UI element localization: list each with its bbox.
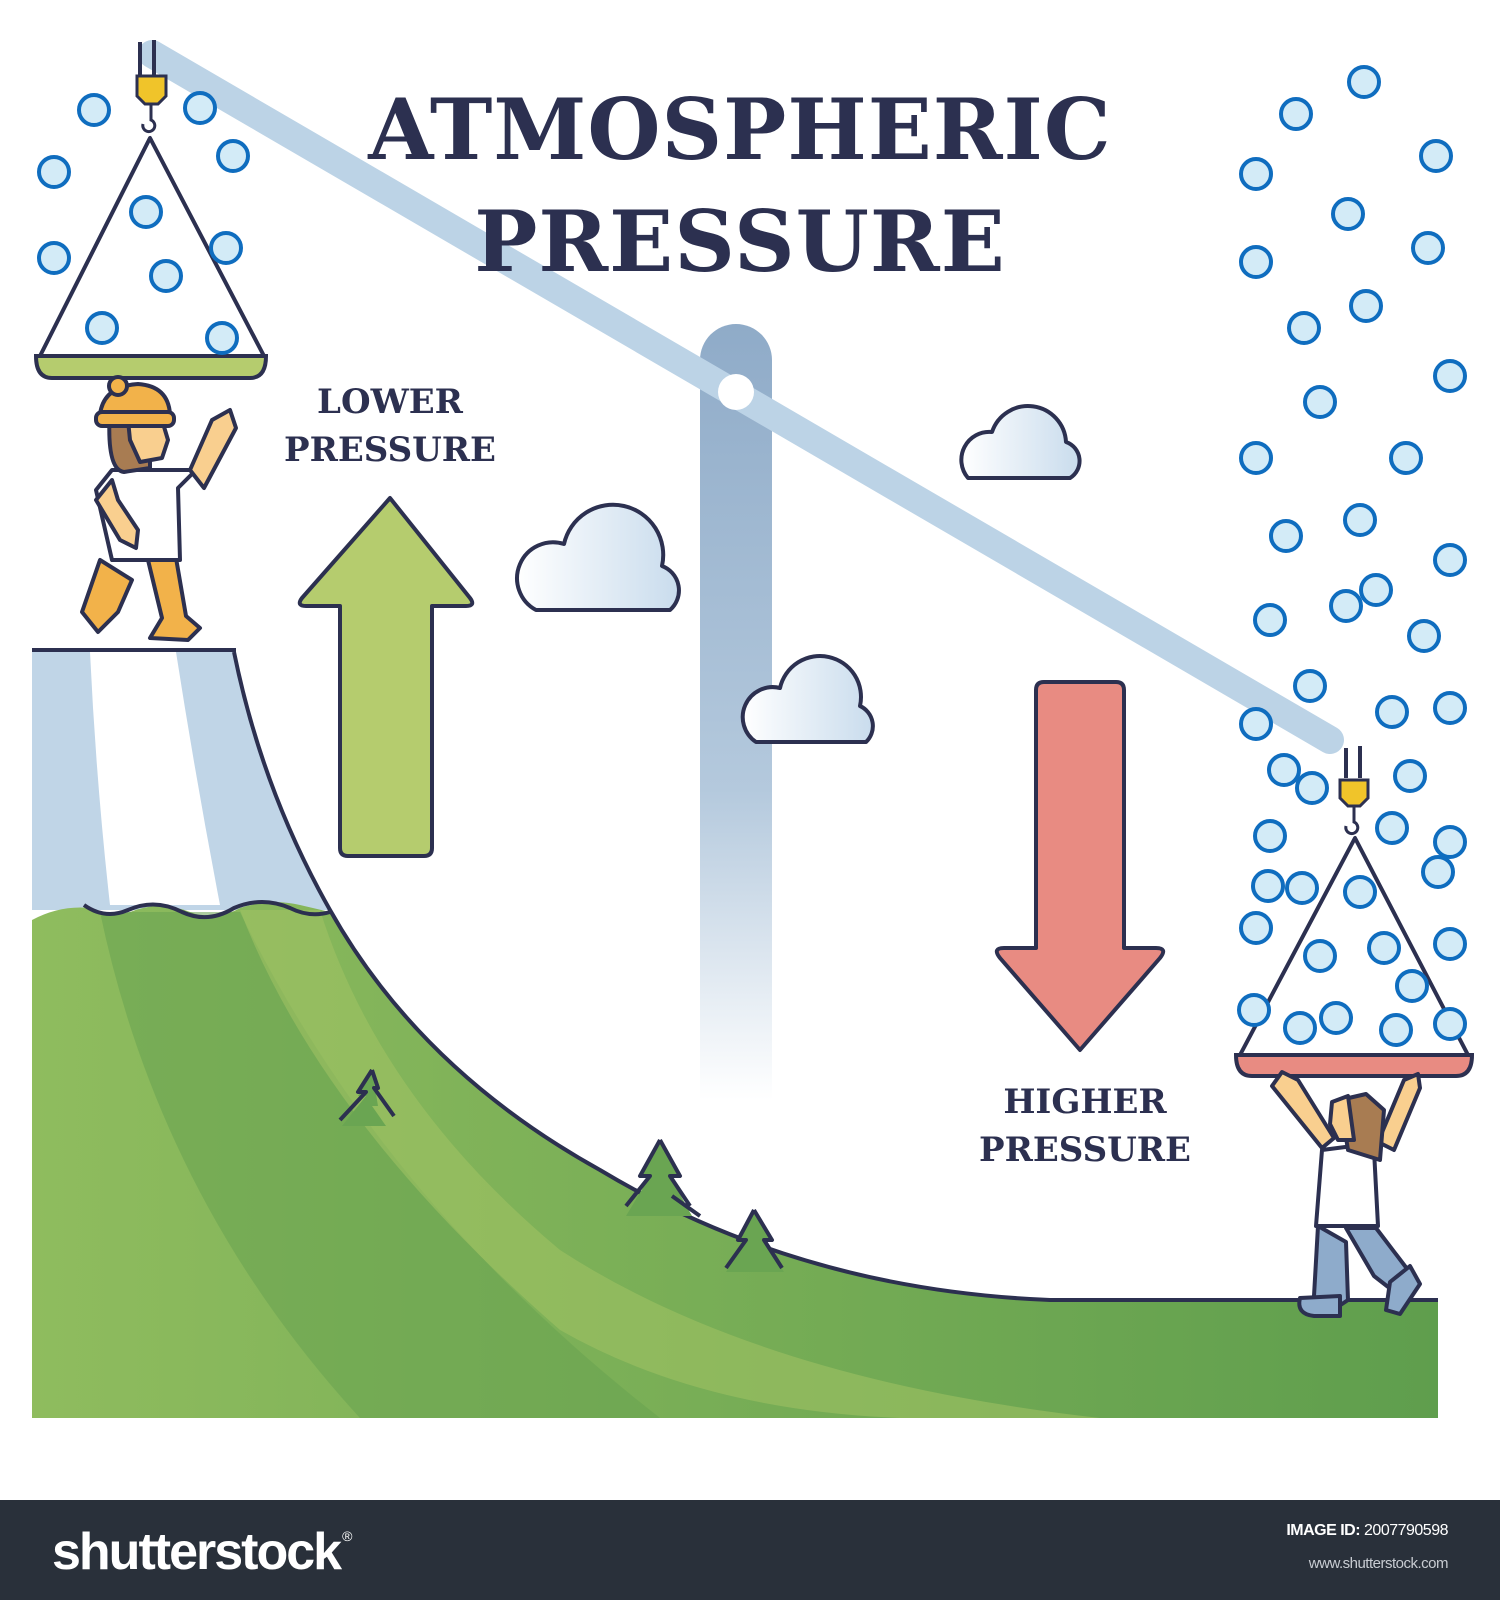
arrow-up-icon bbox=[297, 496, 475, 858]
air-molecules-sparse bbox=[37, 91, 250, 355]
air-molecules-dense bbox=[1237, 65, 1467, 1047]
higher-pressure-label-line-2: PRESSURE bbox=[979, 1130, 1191, 1170]
lower-pressure-label-line-1: LOWER bbox=[317, 382, 463, 422]
left-scale bbox=[33, 40, 269, 380]
registered-mark: ® bbox=[342, 1528, 352, 1544]
illustration-canvas bbox=[32, 40, 1475, 1418]
footer-bar: shutterstock® IMAGE ID: 2007790598 www.s… bbox=[0, 1500, 1500, 1600]
title-line-2: PRESSURE bbox=[474, 192, 1006, 291]
arrow-down-icon bbox=[994, 680, 1166, 1052]
image-id-label: IMAGE ID: bbox=[1286, 1522, 1361, 1539]
image-id-value: 2007790598 bbox=[1364, 1522, 1448, 1539]
person-sea-level bbox=[1270, 1070, 1422, 1318]
higher-pressure-label: HIGHER PRESSURE bbox=[960, 1078, 1210, 1174]
title-line-1: ATMOSPHERIC bbox=[368, 80, 1112, 179]
lower-pressure-label: LOWER PRESSURE bbox=[270, 378, 510, 474]
image-id: IMAGE ID: 2007790598 bbox=[1286, 1522, 1448, 1540]
balance-pole bbox=[700, 324, 772, 1100]
balance-beam bbox=[138, 40, 1344, 754]
tree-icon bbox=[624, 1139, 702, 1218]
tree-icon bbox=[338, 1068, 396, 1126]
atmospheric-pressure-diagram bbox=[32, 40, 1475, 1418]
mountain-snow bbox=[32, 650, 330, 910]
right-scale bbox=[1233, 746, 1475, 1078]
hill-ground bbox=[32, 648, 1438, 1418]
cloud-icon bbox=[959, 404, 1082, 480]
brand-name: shutterstock bbox=[52, 1523, 342, 1581]
person-mountain-top bbox=[80, 375, 238, 642]
shutterstock-logo[interactable]: shutterstock® bbox=[52, 1522, 352, 1582]
cloud-icon bbox=[515, 502, 681, 612]
site-url-link[interactable]: www.shutterstock.com bbox=[1308, 1555, 1449, 1572]
lower-pressure-label-line-2: PRESSURE bbox=[284, 430, 496, 470]
tree-icon bbox=[724, 1208, 784, 1272]
cloud-icon bbox=[740, 654, 875, 744]
higher-pressure-label-line-1: HIGHER bbox=[1003, 1082, 1167, 1122]
